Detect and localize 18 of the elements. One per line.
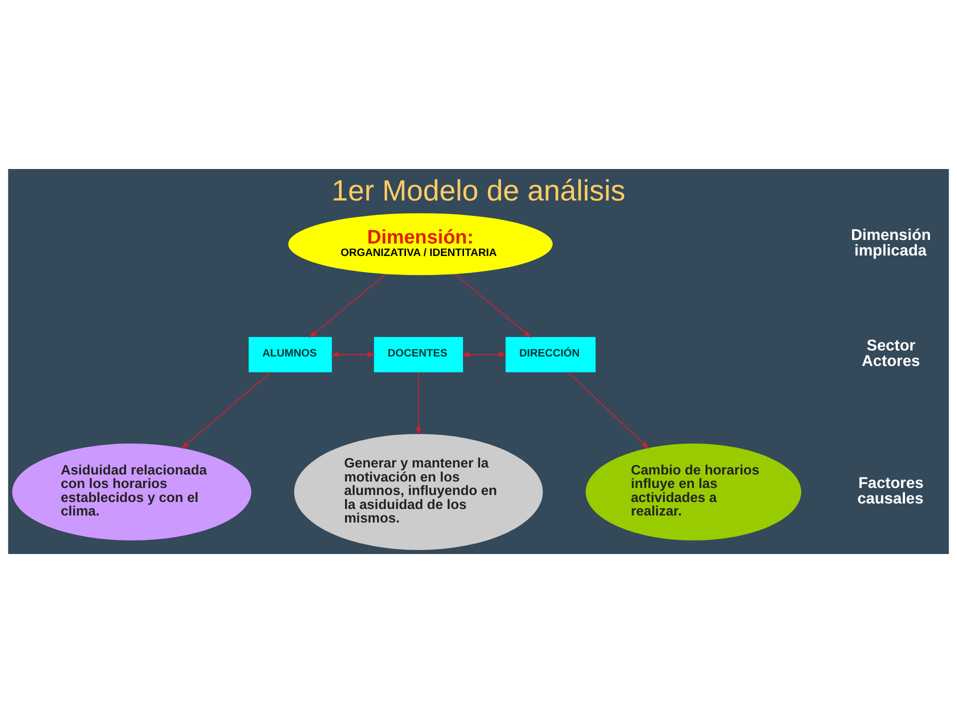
arrow: [462, 351, 507, 357]
arrow: [309, 273, 386, 338]
arrow: [330, 351, 376, 357]
node-box: ALUMNOS: [248, 336, 332, 372]
label: Sector Actores: [862, 336, 920, 370]
arrow: [416, 371, 422, 435]
node-ellipse: Asiduidad relacionada con los horarios establecidos y con el clima.: [12, 443, 252, 540]
arrow: [568, 371, 650, 448]
arrow: [454, 273, 532, 338]
arrow: [181, 371, 272, 448]
label: Factores causales: [857, 474, 924, 508]
node-ellipse: Dimensión: ORGANIZATIVA / IDENTITARIA: [288, 212, 553, 275]
node-ellipse: Cambio de horarios influye en las actividades a realizar.: [586, 443, 802, 540]
node-ellipse: Generar y mantener la motivación en los alumnos, influyendo en la asiduidad de los mismos.: [294, 433, 543, 550]
label: Dimensión implicada: [851, 226, 931, 260]
diagram-title: 1er Modelo de análisis: [332, 174, 626, 207]
node-box: DOCENTES: [374, 336, 463, 372]
node-box: DIRECCIÓN: [506, 336, 596, 372]
